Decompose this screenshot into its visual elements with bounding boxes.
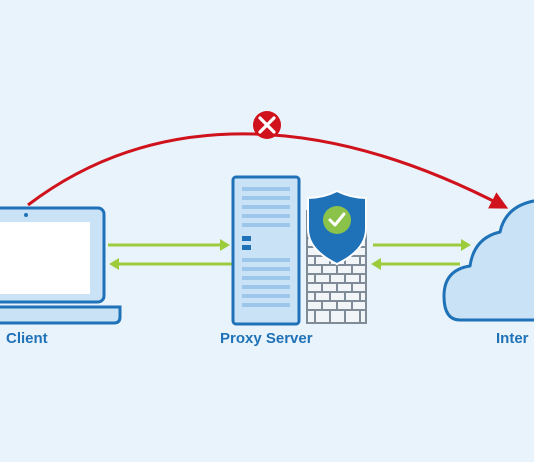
- client-label: Client: [6, 330, 48, 347]
- laptop-icon: [0, 206, 122, 325]
- proxy-server-label: Proxy Server: [220, 330, 313, 347]
- x-circle-icon: [253, 111, 281, 139]
- cloud-icon: [442, 199, 534, 322]
- server-tower-icon: [231, 175, 301, 326]
- direct-blocked-arc: [27, 132, 509, 209]
- shield-check-icon: [307, 189, 367, 266]
- internet-label: Inter: [496, 330, 529, 347]
- client-proxy-arrows: [108, 239, 232, 270]
- proxy-internet-arrows: [371, 239, 471, 270]
